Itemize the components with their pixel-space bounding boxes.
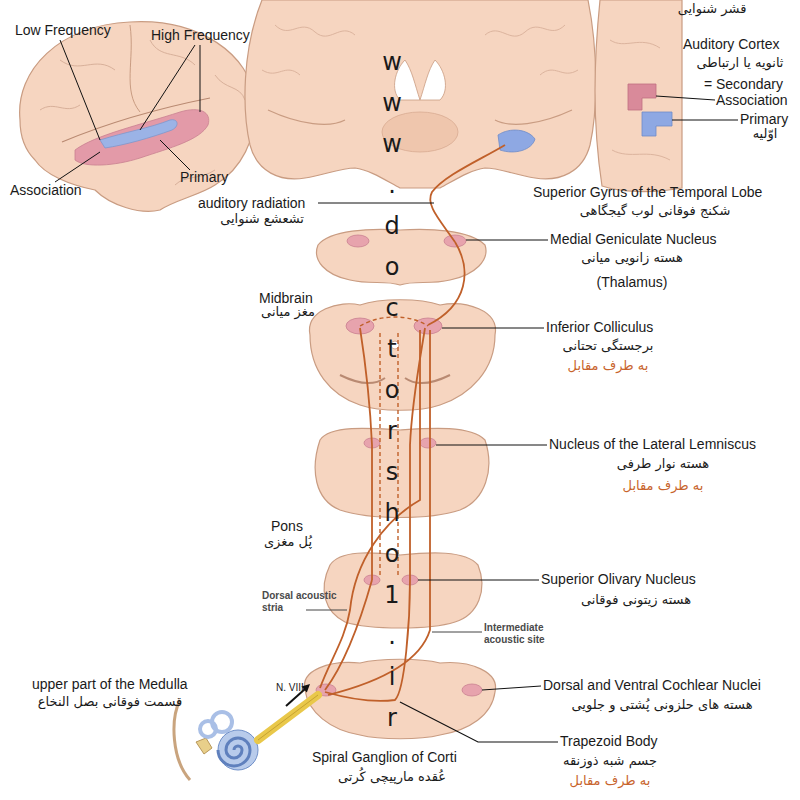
direction-note: به طرف مقابل (568, 359, 649, 374)
persian-label: هسته زانویی میانی (581, 251, 683, 266)
inner-ear-illustration (218, 738, 250, 766)
pons-slice (420, 438, 436, 448)
leader-line (418, 580, 539, 581)
structure-label: upper part of the Medulla (32, 676, 188, 692)
persian-label: هسته های حلزونی پُشتی و جلویی (571, 698, 752, 713)
auditory-pathway (428, 242, 464, 325)
leader-line (306, 610, 347, 611)
thalamus-slice (347, 235, 369, 247)
auditory-cortex-inset (642, 112, 672, 136)
medulla-slice (462, 684, 482, 696)
coronal-brain-section (262, 25, 578, 75)
auditory-cortex-inset (610, 40, 670, 160)
structure-label: Inferior Colliculus (546, 319, 653, 335)
inner-ear-illustration (218, 730, 258, 770)
coronal-brain-section (245, 0, 596, 188)
structure-label: Nucleus of the Lateral Lemniscus (549, 436, 756, 452)
auditory-cortex-inset (595, 0, 682, 192)
inner-ear-illustration (196, 738, 212, 754)
structure-label: Superior Olivary Nucleus (541, 571, 696, 587)
structure-label: (Thalamus) (597, 274, 668, 290)
leader-line (140, 45, 195, 130)
tract-label: Intermediate acoustic site (484, 622, 560, 645)
inner-ear-illustration (200, 721, 216, 737)
structure-label: Medial Geniculate Nucleus (550, 231, 717, 247)
auditory-pathway (360, 328, 372, 580)
auditory-pathway (320, 145, 505, 701)
lateral-brain-view (40, 40, 245, 185)
leader-line (442, 328, 544, 329)
lateral-brain-view (62, 98, 210, 142)
vestibulocochlear-nerve (258, 695, 318, 740)
tract-label: Dorsal acoustic stria (262, 590, 338, 613)
structure-label: Midbrain (259, 290, 313, 306)
equals-sign: = (704, 76, 712, 92)
region-label: Secondary (716, 76, 783, 92)
persian-label: هسته زیتونی فوقانی (581, 593, 691, 608)
leader-line (160, 140, 190, 170)
nerve-label: N. VIII (276, 682, 304, 694)
leader-line (656, 96, 715, 100)
persian-label: شکنج فوقانی لوب گیجگاهی (580, 204, 731, 219)
structure-label: Superior Gyrus of the Temporal Lobe (533, 184, 762, 200)
persian-label: پُل مغزی (264, 535, 312, 550)
leader-line (432, 632, 482, 633)
persian-label: برجستگی تحتانی (563, 339, 654, 354)
auditory-pathway (320, 330, 420, 688)
auditory-pathway (410, 328, 425, 580)
structure-label: Trapezoid Body (560, 733, 658, 749)
coronal-brain-section (420, 60, 445, 100)
region-label: Primary (740, 111, 788, 127)
auditory-pathway (328, 330, 430, 695)
lateral-brain-view (130, 25, 140, 112)
region-label: Association (10, 182, 82, 198)
persian-label: عُقده مارپیچی کُرتی (338, 770, 446, 785)
structure-label: Auditory Cortex (683, 36, 779, 52)
auditory-cortex-inset (595, 0, 682, 192)
persian-label: قسمت فوقانی بصل النخاع (38, 695, 182, 710)
direction-note: به طرف مقابل (570, 774, 651, 789)
leader-line (400, 702, 558, 742)
leader-line (482, 686, 541, 690)
structure-label: auditory radiation (198, 195, 305, 211)
persian-label: ثانویه یا ارتباطی (697, 56, 784, 71)
region-label: Primary (180, 169, 228, 185)
persian-label: جسم شبه ذوزنقه (563, 754, 657, 769)
persian-label: تشعشع شنوایی (220, 212, 304, 227)
vestibulocochlear-nerve (258, 695, 318, 740)
persian-label: اوّلیه (753, 127, 778, 142)
region-label: High Frequency (151, 27, 250, 43)
leader-line (306, 203, 558, 742)
persian-label: مغز میانی (261, 305, 315, 320)
leader-line (466, 240, 548, 241)
coronal-brain-section (245, 0, 596, 188)
vestibulocochlear-nerve (258, 695, 318, 740)
persian-label: قشر شنوایی (678, 2, 747, 17)
persian-label: هسته نوار طرفی (617, 457, 709, 472)
region-label: Low Frequency (15, 22, 111, 38)
inner-ear-illustration (174, 700, 190, 780)
structure-label: Pons (271, 518, 303, 534)
structure-label: Dorsal and Ventral Cochlear Nuclei (543, 677, 761, 693)
auditory-cortex-inset (628, 84, 656, 110)
leader-line (55, 152, 100, 182)
leader-line (55, 40, 200, 182)
direction-note: به طرف مقابل (623, 479, 704, 494)
leader-line (200, 45, 201, 112)
auditory-pathway (430, 145, 505, 242)
leader-line (318, 203, 434, 204)
leader-line (436, 445, 547, 446)
lateral-brain-view (75, 110, 209, 165)
structure-label: Spiral Ganglion of Corti (312, 749, 457, 765)
region-label: Association (716, 92, 788, 108)
leader-line (60, 40, 100, 140)
leader-line (672, 120, 738, 121)
inner-ear-illustration (174, 700, 258, 780)
watermark: www.doctorsho1.ir (380, 48, 404, 745)
coronal-brain-section (498, 130, 535, 152)
